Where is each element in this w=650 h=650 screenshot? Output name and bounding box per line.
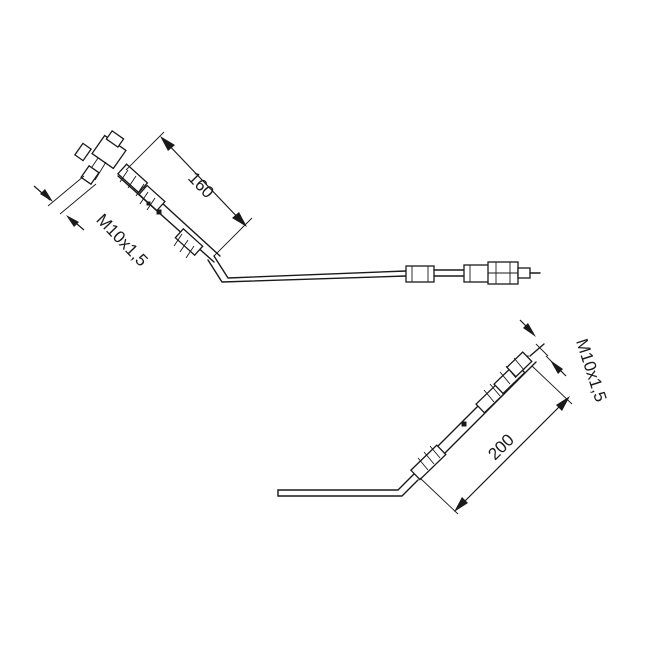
lower-thread-dimension: M10x1,5 <box>519 319 610 404</box>
upper-hose-segment <box>116 163 221 263</box>
upper-banjo-fitting <box>73 129 127 186</box>
lower-thread-label: M10x1,5 <box>572 336 610 404</box>
upper-thread-label: M10x1,5 <box>92 210 151 270</box>
lower-hose-segment <box>409 343 545 481</box>
lower-length-label: 200 <box>484 430 517 463</box>
lower-hose: 200 M10x1,5 <box>277 319 610 515</box>
upper-length-label: 160 <box>184 168 217 202</box>
lower-brake-pipe <box>277 473 419 497</box>
upper-hose: 160 M10x1,5 <box>33 129 541 285</box>
upper-brake-pipe <box>207 255 541 285</box>
